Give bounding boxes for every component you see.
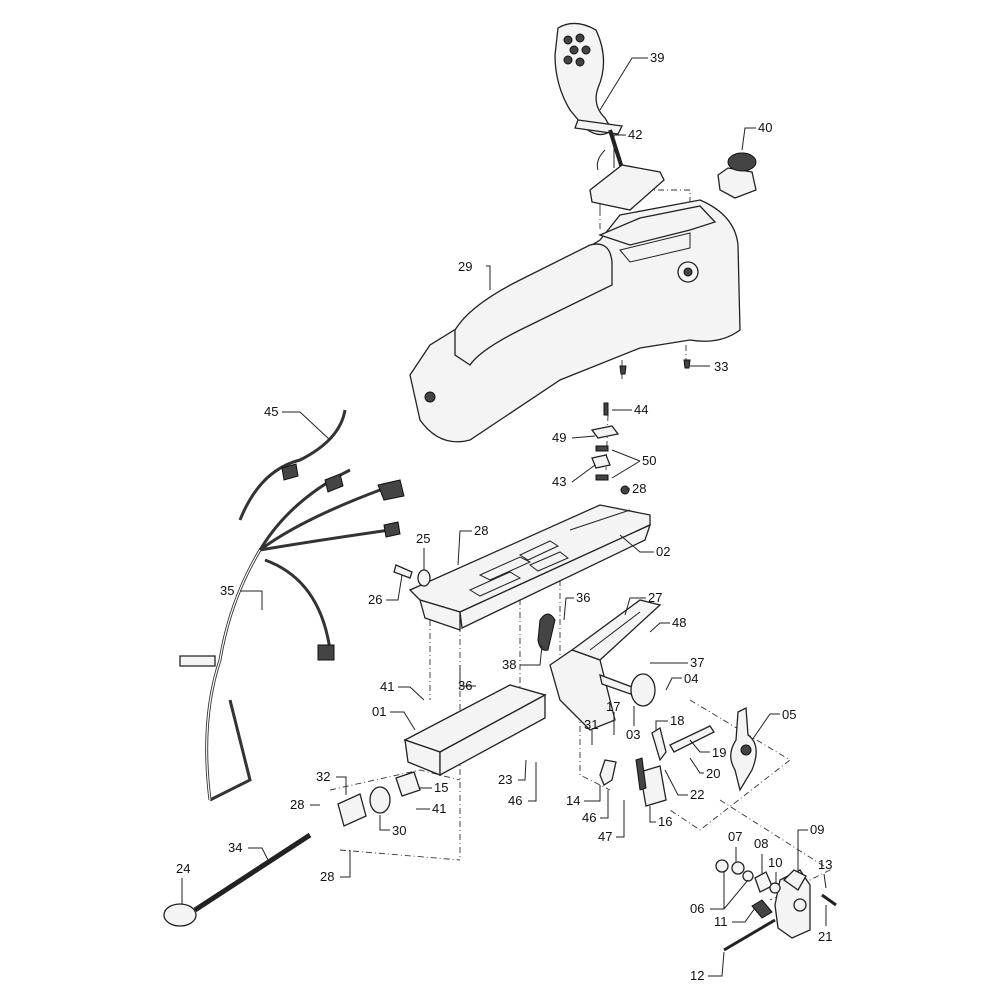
- callout-28: 28: [632, 481, 646, 496]
- gate-cover-part[interactable]: [589, 164, 665, 211]
- callout-24: 24: [176, 861, 190, 876]
- callout-leader-lines: [181, 57, 827, 977]
- pin-44-part[interactable]: [603, 402, 609, 416]
- bracket-15-part[interactable]: [395, 771, 421, 797]
- callout-44: 44: [634, 402, 648, 417]
- callout-46: 46: [508, 793, 522, 808]
- callout-25: 25: [416, 531, 430, 546]
- callout-26: 26: [368, 592, 382, 607]
- lever-38-part[interactable]: [537, 613, 556, 651]
- side-bracket-part[interactable]: [549, 599, 662, 731]
- callout-39: 39: [650, 50, 664, 65]
- callout-37: 37: [690, 655, 704, 670]
- callout-23: 23: [498, 772, 512, 787]
- callout-06: 06: [690, 901, 704, 916]
- bolt-28-part[interactable]: [620, 485, 630, 495]
- screw-21-part[interactable]: [821, 893, 837, 907]
- switch-knob-part[interactable]: [717, 152, 757, 199]
- callout-40: 40: [758, 120, 772, 135]
- mounting-plate-part[interactable]: [408, 504, 652, 631]
- callout-21: 21: [818, 929, 832, 944]
- housing-09-part[interactable]: [774, 869, 811, 939]
- callout-labels: 39 42 40 29 33 44 49 50 43 28 28 02 25 2…: [176, 50, 832, 983]
- callout-48: 48: [672, 615, 686, 630]
- grommet-25-part[interactable]: [417, 569, 431, 587]
- callout-09: 09: [810, 822, 824, 837]
- link-19-part[interactable]: [669, 725, 715, 753]
- callout-02: 02: [656, 544, 670, 559]
- callout-18: 18: [670, 713, 684, 728]
- callout-43: 43: [552, 474, 566, 489]
- bushing-30-part[interactable]: [369, 786, 391, 814]
- callout-45: 45: [264, 404, 278, 419]
- callout-42: 42: [628, 127, 642, 142]
- callout-13: 13: [818, 857, 832, 872]
- callout-08: 08: [754, 836, 768, 851]
- callout-30: 30: [392, 823, 406, 838]
- callout-05: 05: [782, 707, 796, 722]
- callout-41: 41: [380, 679, 394, 694]
- callout-35: 35: [220, 583, 234, 598]
- callout-32: 32: [316, 769, 330, 784]
- callout-01: 01: [372, 704, 386, 719]
- callout-11: 11: [714, 914, 728, 929]
- callout-19: 19: [712, 745, 726, 760]
- spring-11-part[interactable]: [751, 899, 773, 919]
- callout-20: 20: [706, 766, 720, 781]
- callout-34: 34: [228, 840, 242, 855]
- sensor-16-part[interactable]: [635, 757, 667, 807]
- callout-31: 31: [584, 717, 598, 732]
- callout-41: 41: [432, 801, 446, 816]
- callout-46: 46: [582, 810, 596, 825]
- callout-16: 16: [658, 814, 672, 829]
- callout-15: 15: [434, 780, 448, 795]
- bracket-14-part[interactable]: [599, 759, 617, 786]
- callout-33: 33: [714, 359, 728, 374]
- clip-50-part[interactable]: [595, 445, 609, 481]
- lever-rod-part[interactable]: [163, 832, 312, 927]
- callout-47: 47: [598, 829, 612, 844]
- callout-28: 28: [320, 869, 334, 884]
- callout-04: 04: [684, 671, 698, 686]
- callout-03: 03: [626, 727, 640, 742]
- pin-26-part[interactable]: [393, 564, 413, 579]
- callout-28: 28: [290, 797, 304, 812]
- disc-03-part[interactable]: [630, 673, 656, 707]
- callout-50: 50: [642, 453, 656, 468]
- bracket-18-part[interactable]: [651, 726, 667, 762]
- callout-17: 17: [606, 699, 620, 714]
- callout-22: 22: [690, 787, 704, 802]
- joystick-grip-part[interactable]: [554, 22, 624, 171]
- block-32-part[interactable]: [337, 793, 367, 827]
- clip-49-part[interactable]: [590, 425, 620, 439]
- callout-14: 14: [566, 793, 580, 808]
- callout-07: 07: [728, 829, 742, 844]
- wiring-harness-part[interactable]: [179, 409, 405, 802]
- callout-12: 12: [690, 968, 704, 983]
- callout-28: 28: [474, 523, 488, 538]
- base-channel-part[interactable]: [403, 684, 547, 777]
- callout-38: 38: [502, 657, 516, 672]
- screw-33-part[interactable]: [619, 359, 691, 375]
- callout-27: 27: [648, 590, 662, 605]
- clip-43-part[interactable]: [591, 454, 611, 469]
- pin-12-part[interactable]: [723, 918, 776, 952]
- armrest-console-part[interactable]: [409, 199, 741, 443]
- callout-10: 10: [768, 855, 782, 870]
- callout-29: 29: [458, 259, 472, 274]
- callout-36: 36: [576, 590, 590, 605]
- callout-49: 49: [552, 430, 566, 445]
- callout-36: 36: [458, 678, 472, 693]
